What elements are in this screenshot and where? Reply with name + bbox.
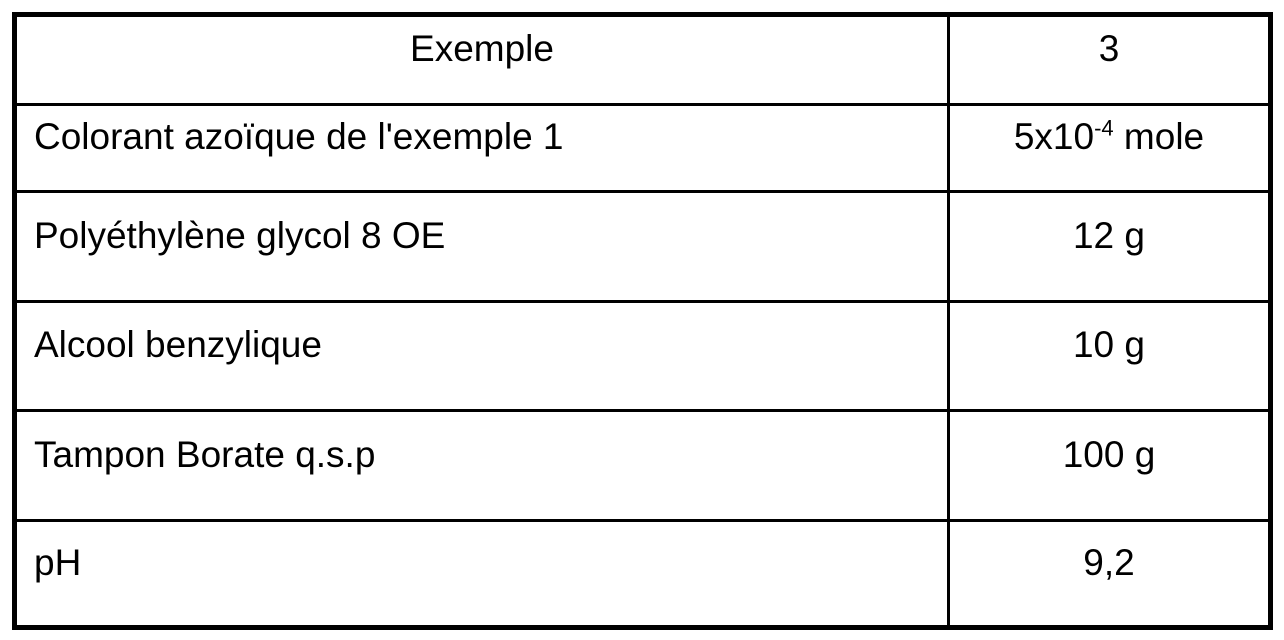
value-cell: 5x10-4 mole — [947, 106, 1268, 190]
value-cell: 100 g — [947, 412, 1268, 519]
value-cell: 10 g — [947, 303, 1268, 409]
label-cell: Tampon Borate q.s.p — [17, 412, 947, 519]
row-value: 9,2 — [1083, 542, 1134, 584]
header-cell: 3 — [947, 17, 1268, 103]
value-exponent: -4 — [1094, 116, 1114, 141]
row-label: Polyéthylène glycol 8 OE — [34, 215, 445, 257]
row-label: pH — [34, 542, 81, 584]
value-base: 5x10 — [1014, 116, 1094, 157]
composition-table: Exemple 3 Colorant azoïque de l'exemple … — [12, 12, 1273, 630]
table-header-row: Exemple 3 — [17, 17, 1268, 103]
label-cell: Polyéthylène glycol 8 OE — [17, 193, 947, 300]
row-label: Colorant azoïque de l'exemple 1 — [34, 116, 564, 158]
header-label: Exemple — [410, 28, 554, 70]
table-row: pH 9,2 — [17, 519, 1268, 625]
label-cell: Colorant azoïque de l'exemple 1 — [17, 106, 947, 190]
header-value: 3 — [1099, 28, 1120, 70]
value-unit: mole — [1114, 116, 1204, 157]
label-cell: Alcool benzylique — [17, 303, 947, 409]
row-value: 12 g — [1073, 215, 1145, 257]
row-value: 10 g — [1073, 324, 1145, 366]
table-row: Polyéthylène glycol 8 OE 12 g — [17, 190, 1268, 300]
row-label: Tampon Borate q.s.p — [34, 434, 375, 476]
table-row: Tampon Borate q.s.p 100 g — [17, 409, 1268, 519]
value-cell: 9,2 — [947, 522, 1268, 625]
label-cell: pH — [17, 522, 947, 625]
row-label: Alcool benzylique — [34, 324, 322, 366]
row-value: 5x10-4 mole — [1014, 116, 1204, 158]
value-cell: 12 g — [947, 193, 1268, 300]
table-row: Alcool benzylique 10 g — [17, 300, 1268, 409]
table-row: Colorant azoïque de l'exemple 1 5x10-4 m… — [17, 103, 1268, 190]
row-value: 100 g — [1063, 434, 1156, 476]
header-cell: Exemple — [17, 17, 947, 103]
